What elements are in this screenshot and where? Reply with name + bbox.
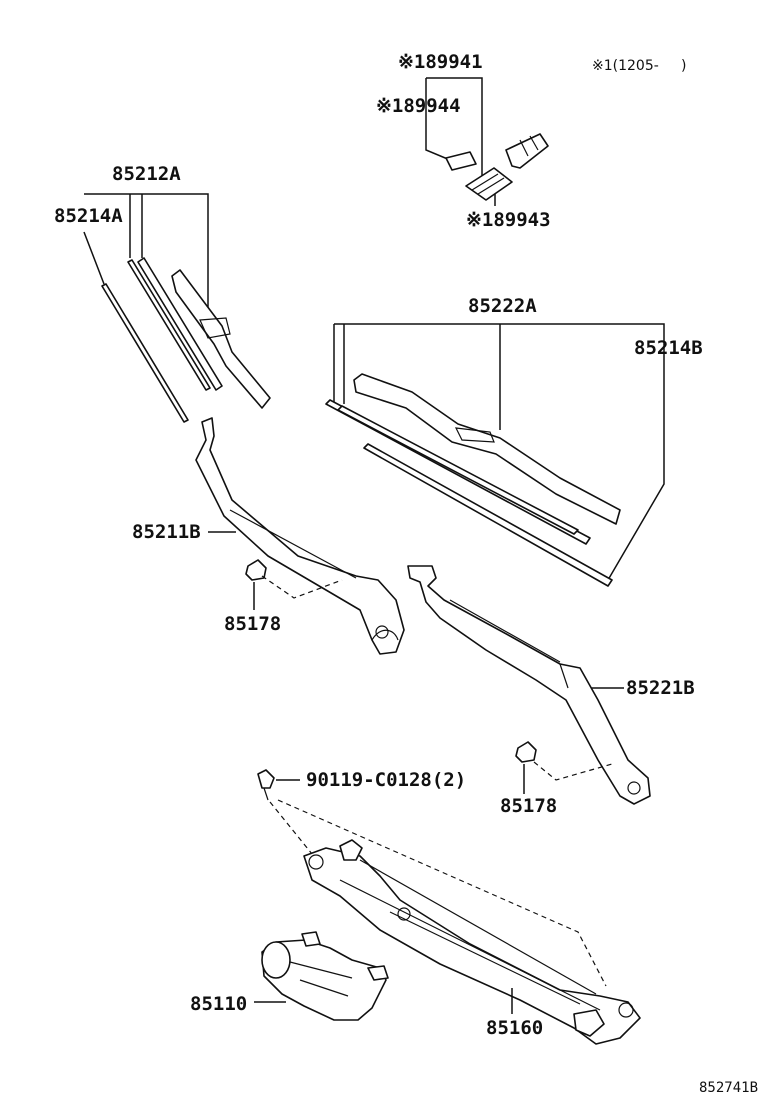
- label-85110[interactable]: 85110: [190, 993, 247, 1015]
- label-89944[interactable]: ※189944: [376, 95, 461, 117]
- label-85212A[interactable]: 85212A: [112, 163, 181, 185]
- blade-85212A: [171, 269, 271, 409]
- bolt-group: 90119-C0128(2): [257, 769, 607, 987]
- driver-arm-group: 85211B 85178: [132, 417, 405, 655]
- label-85178-a[interactable]: 85178: [224, 613, 281, 635]
- label-85178-b[interactable]: 85178: [500, 795, 557, 817]
- leader-85214A: [83, 231, 105, 285]
- adapter-89943: [505, 133, 549, 169]
- label-85211B[interactable]: 85211B: [132, 521, 201, 543]
- passenger-blade-group: 85222A 85214B: [325, 295, 703, 587]
- pad-89944: [445, 151, 477, 171]
- label-85221B[interactable]: 85221B: [626, 677, 695, 699]
- refill-kit-group: ※189941 ※189944 ※189943 ※1(1205- ): [376, 51, 687, 231]
- linkage-group: 85160: [303, 839, 641, 1045]
- leader-85212A: [84, 193, 209, 316]
- refill-85214A: [101, 283, 189, 423]
- label-85214B[interactable]: 85214B: [634, 337, 703, 359]
- label-89941[interactable]: ※189941: [398, 51, 483, 73]
- driver-blade-group: 85212A 85214A: [54, 163, 271, 423]
- nut-85178-b: [515, 741, 537, 763]
- arm-85221B: [407, 565, 651, 805]
- passenger-arm-group: 85221B 85178: [407, 565, 695, 817]
- blade-85222A: [353, 373, 621, 525]
- bolt-90119: [257, 769, 275, 789]
- cap-89941: [465, 167, 513, 201]
- production-date-note: ※1(1205- ): [592, 58, 687, 74]
- label-90119[interactable]: 90119-C0128(2): [306, 769, 466, 791]
- leader-89941: [426, 77, 483, 176]
- leader-89944: [425, 78, 451, 161]
- arm-85211B: [195, 417, 405, 655]
- leader-85222A: [334, 323, 665, 581]
- diagram-id: 852741B: [699, 1080, 758, 1096]
- motor-group: 85110: [190, 931, 389, 1021]
- label-89943[interactable]: ※189943: [466, 209, 551, 231]
- label-85160[interactable]: 85160: [486, 1017, 543, 1039]
- refill-85214B: [363, 443, 613, 587]
- label-85222A[interactable]: 85222A: [468, 295, 537, 317]
- label-85214A[interactable]: 85214A: [54, 205, 123, 227]
